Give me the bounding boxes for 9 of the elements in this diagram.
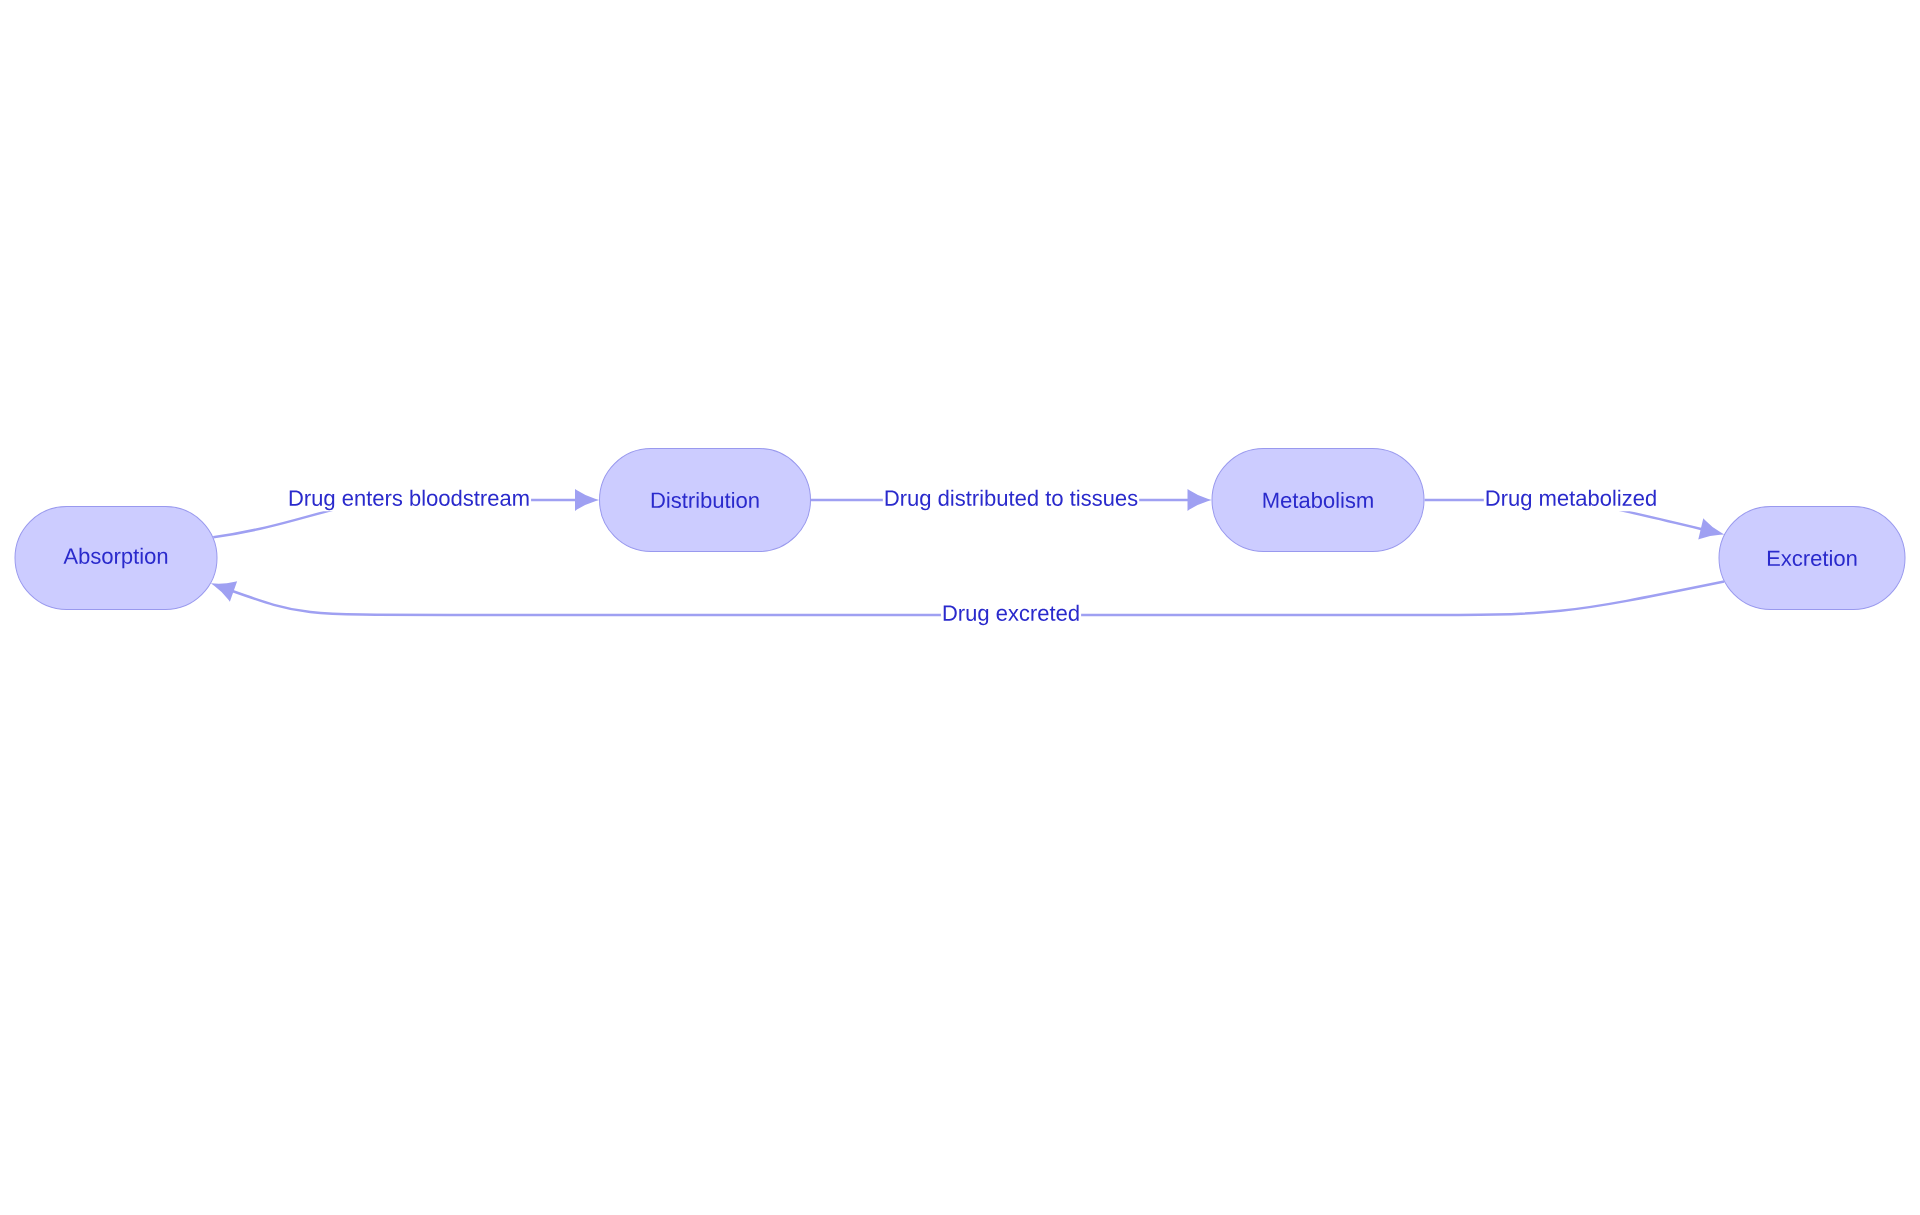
edge-label: Drug metabolized — [1483, 488, 1659, 512]
arrow — [213, 580, 1725, 617]
edge-label: Drug enters bloodstream — [286, 488, 532, 512]
process-box: Metabolism — [1211, 448, 1425, 552]
edge-label: Drug distributed to tissues — [882, 488, 1140, 512]
edge-label: Drug excreted — [940, 603, 1082, 627]
process-box: Distribution — [599, 448, 811, 552]
process-box: Absorption — [14, 506, 218, 610]
process-box: Excretion — [1718, 506, 1906, 610]
